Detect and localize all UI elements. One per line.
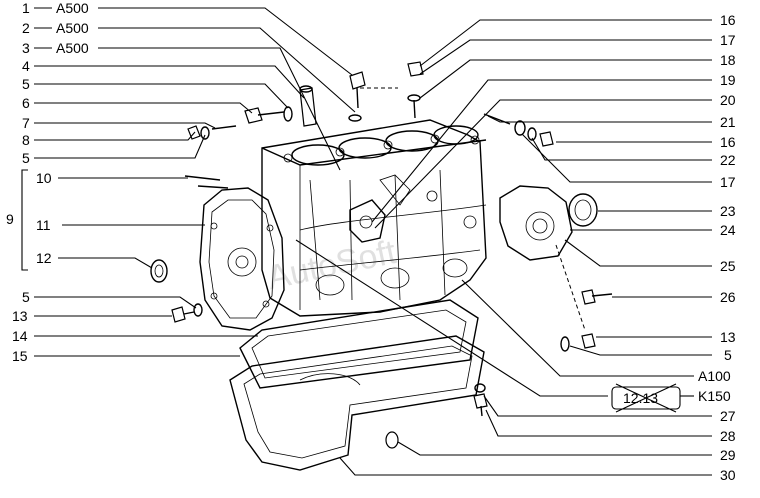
label-num: 9 — [6, 211, 14, 227]
leader-dash-rear — [555, 244, 586, 331]
oil-pan — [229, 335, 485, 471]
label-num: 12 — [36, 250, 52, 266]
label-num: 26 — [720, 289, 736, 305]
label-num: 3 — [22, 40, 30, 56]
label-num: 1 — [22, 0, 30, 16]
studs-10 — [184, 175, 229, 189]
label-code: A500 — [56, 40, 89, 56]
label-num: 28 — [720, 428, 736, 444]
label-num: 21 — [720, 114, 736, 130]
label-num: 5 — [22, 76, 30, 92]
crossed-box-text: 12.13 — [623, 390, 658, 406]
label-num: 5 — [22, 289, 30, 305]
label-num: 11 — [36, 217, 51, 233]
seal-ring-12 — [150, 259, 168, 283]
label-num: 25 — [720, 258, 736, 274]
label-num: 18 — [720, 52, 736, 68]
right-label-text: 16 17 18 19 20 21 16 22 17 23 24 25 26 1… — [623, 12, 736, 483]
label-code: A500 — [56, 20, 89, 36]
label-num: 29 — [720, 447, 736, 463]
bolt-13-left — [171, 303, 203, 323]
label-num: 17 — [720, 174, 736, 190]
label-num: 16 — [720, 12, 736, 28]
label-code: K150 — [698, 388, 731, 404]
stud-7 — [211, 125, 237, 130]
cylinder-block — [261, 119, 487, 317]
oil-pan-gasket — [239, 299, 479, 389]
front-cover — [199, 187, 285, 331]
label-num: 13 — [12, 308, 28, 324]
label-num: 7 — [22, 115, 30, 131]
right-leaders — [295, 19, 712, 476]
label-code: A100 — [698, 368, 731, 384]
label-num: 14 — [12, 328, 28, 344]
rear-cover-24 — [499, 185, 573, 261]
bolt-13-right — [560, 333, 596, 352]
label-code: A500 — [56, 0, 89, 16]
label-num: 10 — [36, 170, 52, 186]
bolt-1 — [348, 71, 366, 122]
nut-8 — [187, 125, 210, 140]
label-num: 15 — [12, 348, 28, 364]
label-num: 5 — [724, 347, 732, 363]
left-leaders — [21, 7, 356, 357]
crossed-reference-box — [611, 383, 681, 413]
label-num: 4 — [22, 58, 30, 74]
label-num: 2 — [22, 20, 30, 36]
nut-16-top — [407, 61, 424, 119]
plug-29 — [385, 431, 399, 449]
label-num: 8 — [22, 132, 30, 148]
bolt-6 — [244, 107, 285, 124]
label-num: 5 — [22, 150, 30, 166]
label-num: 23 — [720, 203, 736, 219]
label-num: 6 — [22, 95, 30, 111]
label-num: 27 — [720, 408, 736, 424]
left-label-text: 1 A500 2 A500 3 A500 4 5 6 7 8 5 10 9 11… — [6, 0, 89, 364]
bolt-26 — [581, 289, 613, 305]
label-num: 16 — [720, 134, 736, 150]
label-num: 17 — [720, 32, 736, 48]
label-num: 24 — [720, 222, 736, 238]
label-num: 22 — [720, 152, 736, 168]
label-num: 19 — [720, 72, 736, 88]
label-num: 30 — [720, 467, 736, 483]
label-num: 13 — [720, 329, 736, 345]
washer-5-top — [283, 106, 293, 122]
drain-plug-28 — [473, 383, 488, 417]
label-num: 20 — [720, 92, 736, 108]
oil-seal-23 — [568, 193, 598, 227]
